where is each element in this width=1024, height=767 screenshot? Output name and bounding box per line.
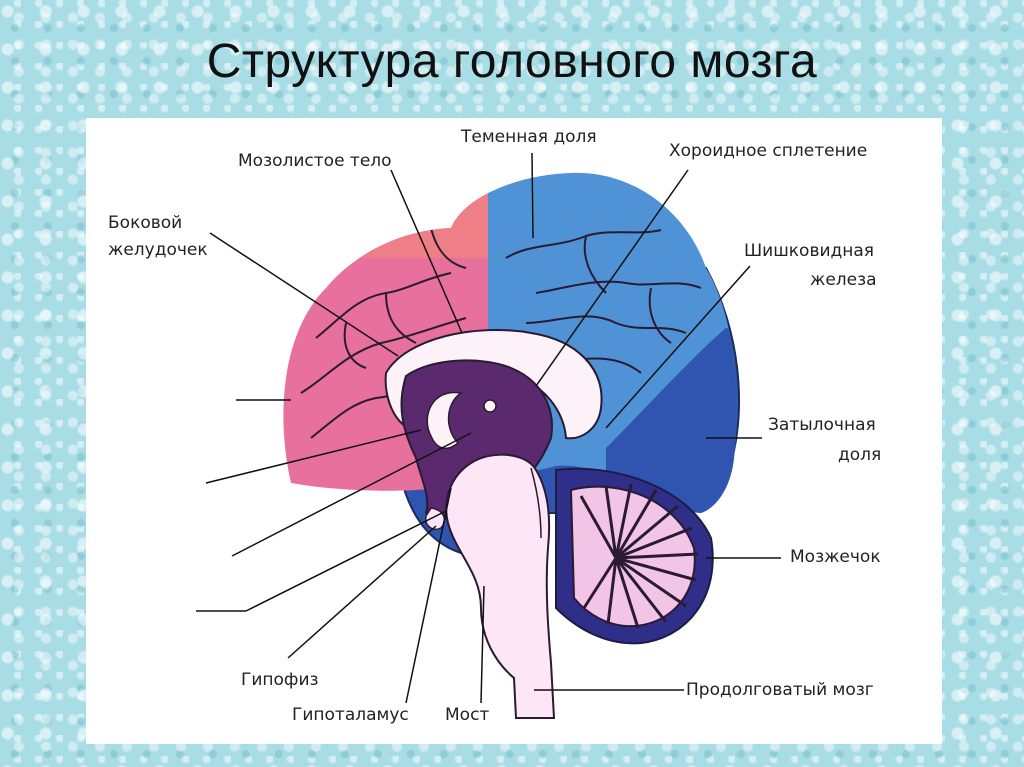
label-parietal-lobe: Теменная доля xyxy=(461,127,597,147)
pineal-dot xyxy=(483,399,497,413)
brain-illustration xyxy=(196,152,781,719)
label-hypothalamus: Гипоталамус xyxy=(292,705,409,725)
label-occipital-1: Затылочная xyxy=(768,415,876,435)
fornix xyxy=(426,391,463,450)
leader-lines xyxy=(196,152,781,704)
arbor-vitae-branches xyxy=(579,483,699,629)
label-occipital-2: доля xyxy=(838,445,882,465)
label-pons: Мост xyxy=(445,705,490,725)
label-pituitary: Гипофиз xyxy=(241,670,319,690)
label-pineal-2: железа xyxy=(810,270,877,290)
label-medulla: Продолговатый мозг xyxy=(686,680,874,700)
brainstem xyxy=(445,453,556,719)
label-choroid-plexus: Хороидное сплетение xyxy=(669,141,868,161)
label-corpus-callosum: Мозолистое тело xyxy=(238,151,392,171)
aqueduct xyxy=(530,467,542,539)
label-cerebellum: Мозжечок xyxy=(790,547,881,567)
label-lateral-ventricle-2: желудочек xyxy=(108,240,208,260)
label-lateral-ventricle-1: Боковой xyxy=(108,213,183,233)
brain-diagram-panel: Теменная доля Мозолистое тело Хороидное … xyxy=(86,118,942,744)
label-pineal-1: Шишковидная xyxy=(744,241,875,261)
slide-title: Структура головного мозга xyxy=(206,35,818,88)
frontal-lobe-top xyxy=(283,172,488,258)
